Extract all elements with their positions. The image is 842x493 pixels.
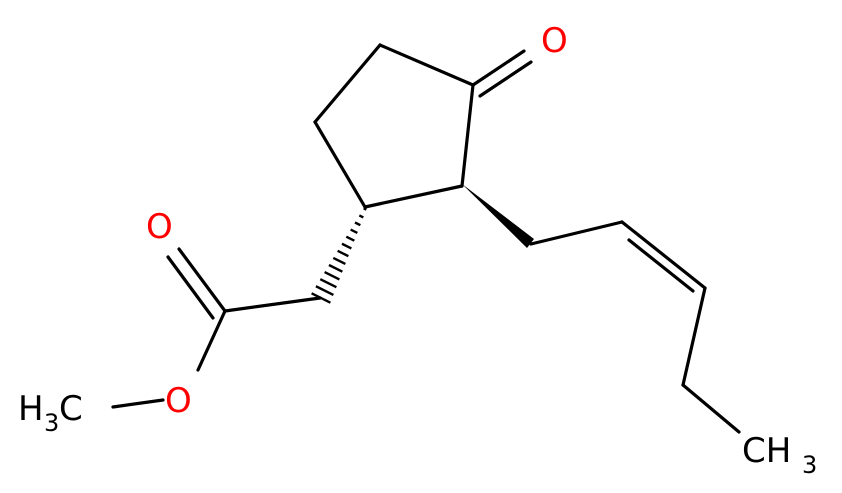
ester-bond-ch2-c [223,296,322,313]
hash-wedge-stroke [328,263,343,273]
hash-wedge-stroke [350,228,358,234]
terminal-ch: CH [742,431,791,471]
ester-bond-o-ch3 [111,398,165,409]
hash-wedge-stroke [354,221,361,227]
methoxy-c: C [59,389,83,429]
ring-bond-c4-c5 [313,43,382,124]
chain-bond-4 [681,383,741,434]
ester-bond-c-o [196,309,227,372]
hash-wedge-stroke [341,242,352,250]
ester-oxygen-label: O [165,381,192,421]
chain-double-bond-b [627,238,695,293]
ring-bond-c2-c3 [460,83,475,188]
methoxy-h: H [18,389,44,429]
ring-bond-c3-c4 [378,43,475,87]
hash-wedge-stroke [332,256,346,265]
carbonyl-oxygen-label: O [146,207,173,247]
ketone-oxygen-label: O [541,21,568,61]
terminal-subscript: 3 [802,451,817,479]
ring-bond-c1-c2 [363,184,464,209]
hash-wedge-stroke [337,249,349,258]
ester-double-bond-b [166,255,215,320]
hash-wedge-stroke [324,271,340,281]
ester-double-bond-a [177,247,227,313]
wedge-bond-side-chain [462,184,534,248]
chain-double-bond-a [620,220,707,290]
ketone-double-bond-b [478,60,533,98]
methoxy-subscript: 3 [44,409,59,437]
ring-bond-c5-c1 [313,120,367,209]
hash-wedge-stroke [319,278,337,289]
hash-wedge-stroke [358,214,364,219]
hash-wedge-stroke [363,207,367,211]
ketone-double-bond-a [471,49,526,87]
hash-wedge-stroke [345,235,355,242]
chain-bond-3 [681,286,707,387]
hash-wedge-stroke [315,285,334,296]
chain-bond-1 [529,220,624,246]
hash-wedge-bond [311,207,367,304]
methoxy-label: H 3 C [18,389,83,437]
terminal-methyl-label: CH 3 [742,431,817,479]
